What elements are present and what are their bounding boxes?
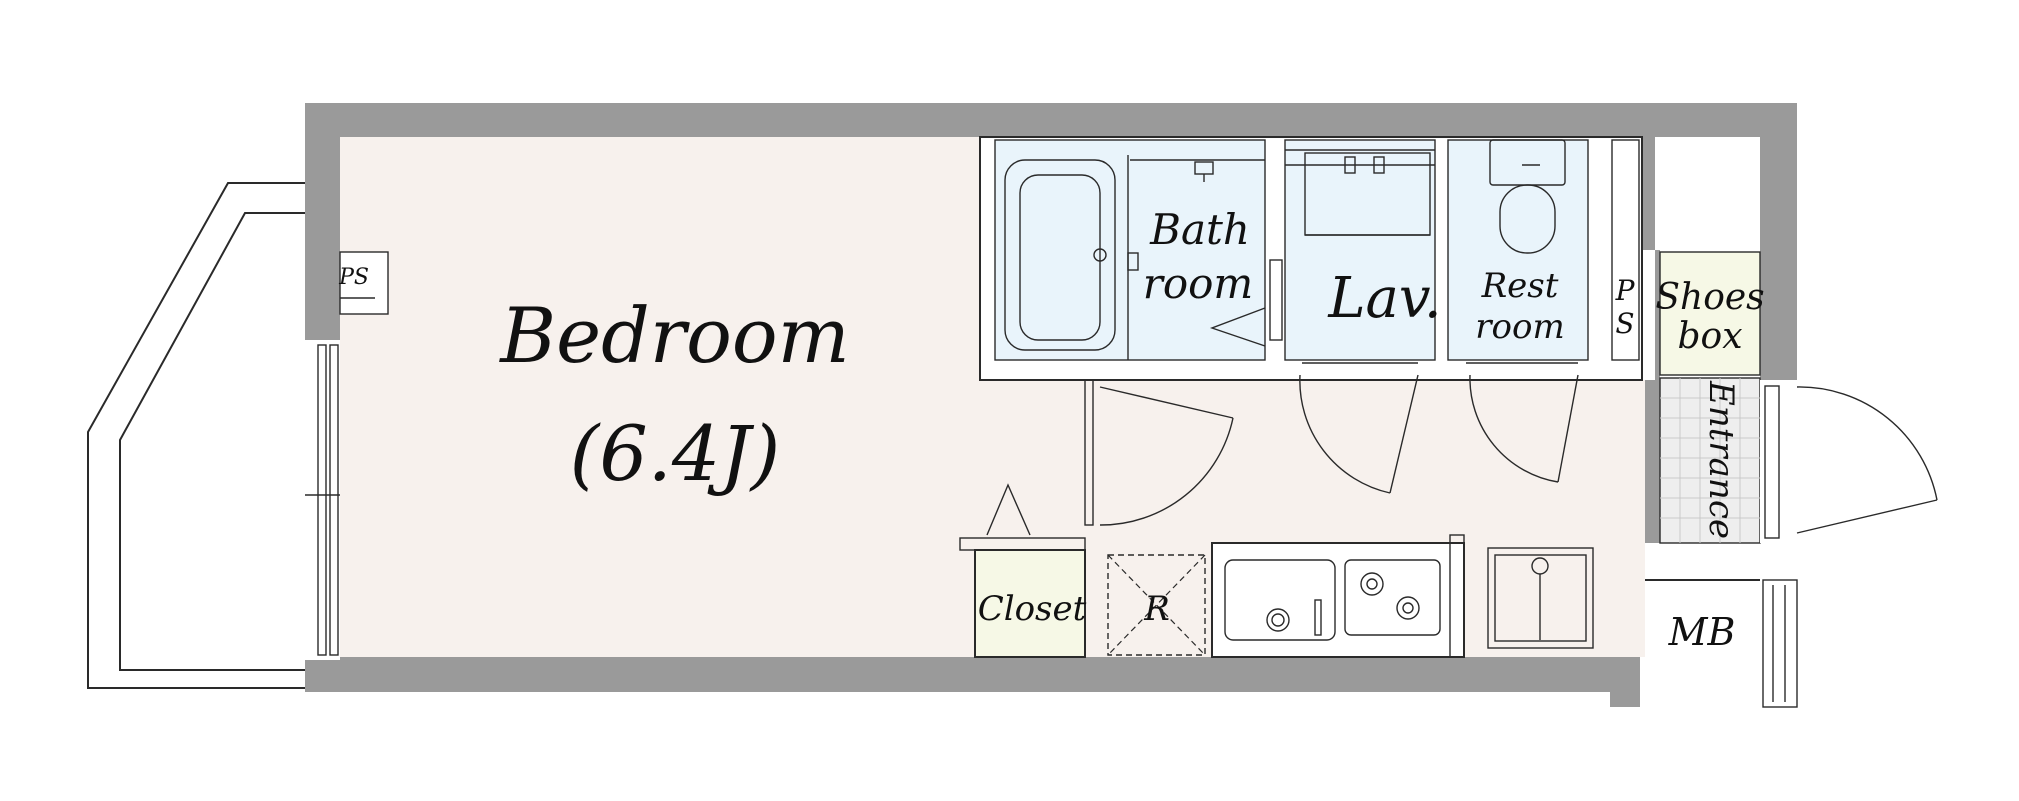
- closet-label: Closet: [978, 589, 1087, 629]
- ps-right-label-line1: P: [1615, 274, 1636, 307]
- lavatory-floor: [1284, 139, 1436, 361]
- entrance-label: Entrance: [1701, 380, 1741, 539]
- bathroom-label-line1: Bath: [1149, 205, 1250, 254]
- closet: [959, 483, 1086, 658]
- kitchen-sink-icon: [1224, 559, 1336, 641]
- lav-door[interactable]: [1299, 362, 1419, 494]
- shoes-box: [1659, 251, 1761, 376]
- restroom-label-line2: room: [1475, 307, 1564, 347]
- restroom-label-line1: Rest: [1481, 266, 1559, 306]
- ps-left-shaft: [339, 251, 389, 315]
- bathtub-icon: [1004, 159, 1116, 351]
- shoes-box-label-line2: box: [1677, 316, 1742, 357]
- entrance-door[interactable]: [1760, 380, 1938, 543]
- meter-box: [1645, 580, 1760, 707]
- shoes-box-label-line1: Shoes: [1655, 277, 1764, 318]
- sink-icon: [1285, 149, 1435, 236]
- corridor-door[interactable]: [1084, 379, 1234, 526]
- bedroom-floor-upper: [478, 137, 980, 250]
- bathroom-door[interactable]: [1127, 252, 1266, 347]
- bedroom-size: (6.4J): [570, 409, 781, 498]
- ps-right-label-line2: S: [1615, 307, 1634, 340]
- toilet-icon: [1489, 139, 1566, 254]
- washing-machine-pan-icon: [1487, 547, 1594, 649]
- gas-stove-icon: [1344, 559, 1441, 636]
- refrigerator-label: R: [1143, 589, 1170, 629]
- lavatory-label: Lav.: [1327, 266, 1441, 331]
- bedroom-window: [305, 340, 340, 660]
- refrigerator-space: [1107, 554, 1206, 656]
- lavatory-wall-gap: [1269, 259, 1283, 341]
- meter-box-label: MB: [1668, 610, 1736, 654]
- ps-right-shaft: [1611, 139, 1640, 361]
- faucet-icon: [1130, 159, 1265, 182]
- balcony: [87, 182, 305, 689]
- ps-left-label: PS: [338, 265, 369, 290]
- restroom-door[interactable]: [1466, 362, 1579, 483]
- meter-box-window: [1762, 579, 1798, 708]
- kitchen-counter: [1211, 534, 1465, 658]
- bathroom-label-line2: room: [1143, 259, 1253, 308]
- bathroom-floor: [994, 139, 1266, 361]
- entrance-floor: [1659, 377, 1761, 544]
- bedroom-name: Bedroom: [498, 291, 849, 380]
